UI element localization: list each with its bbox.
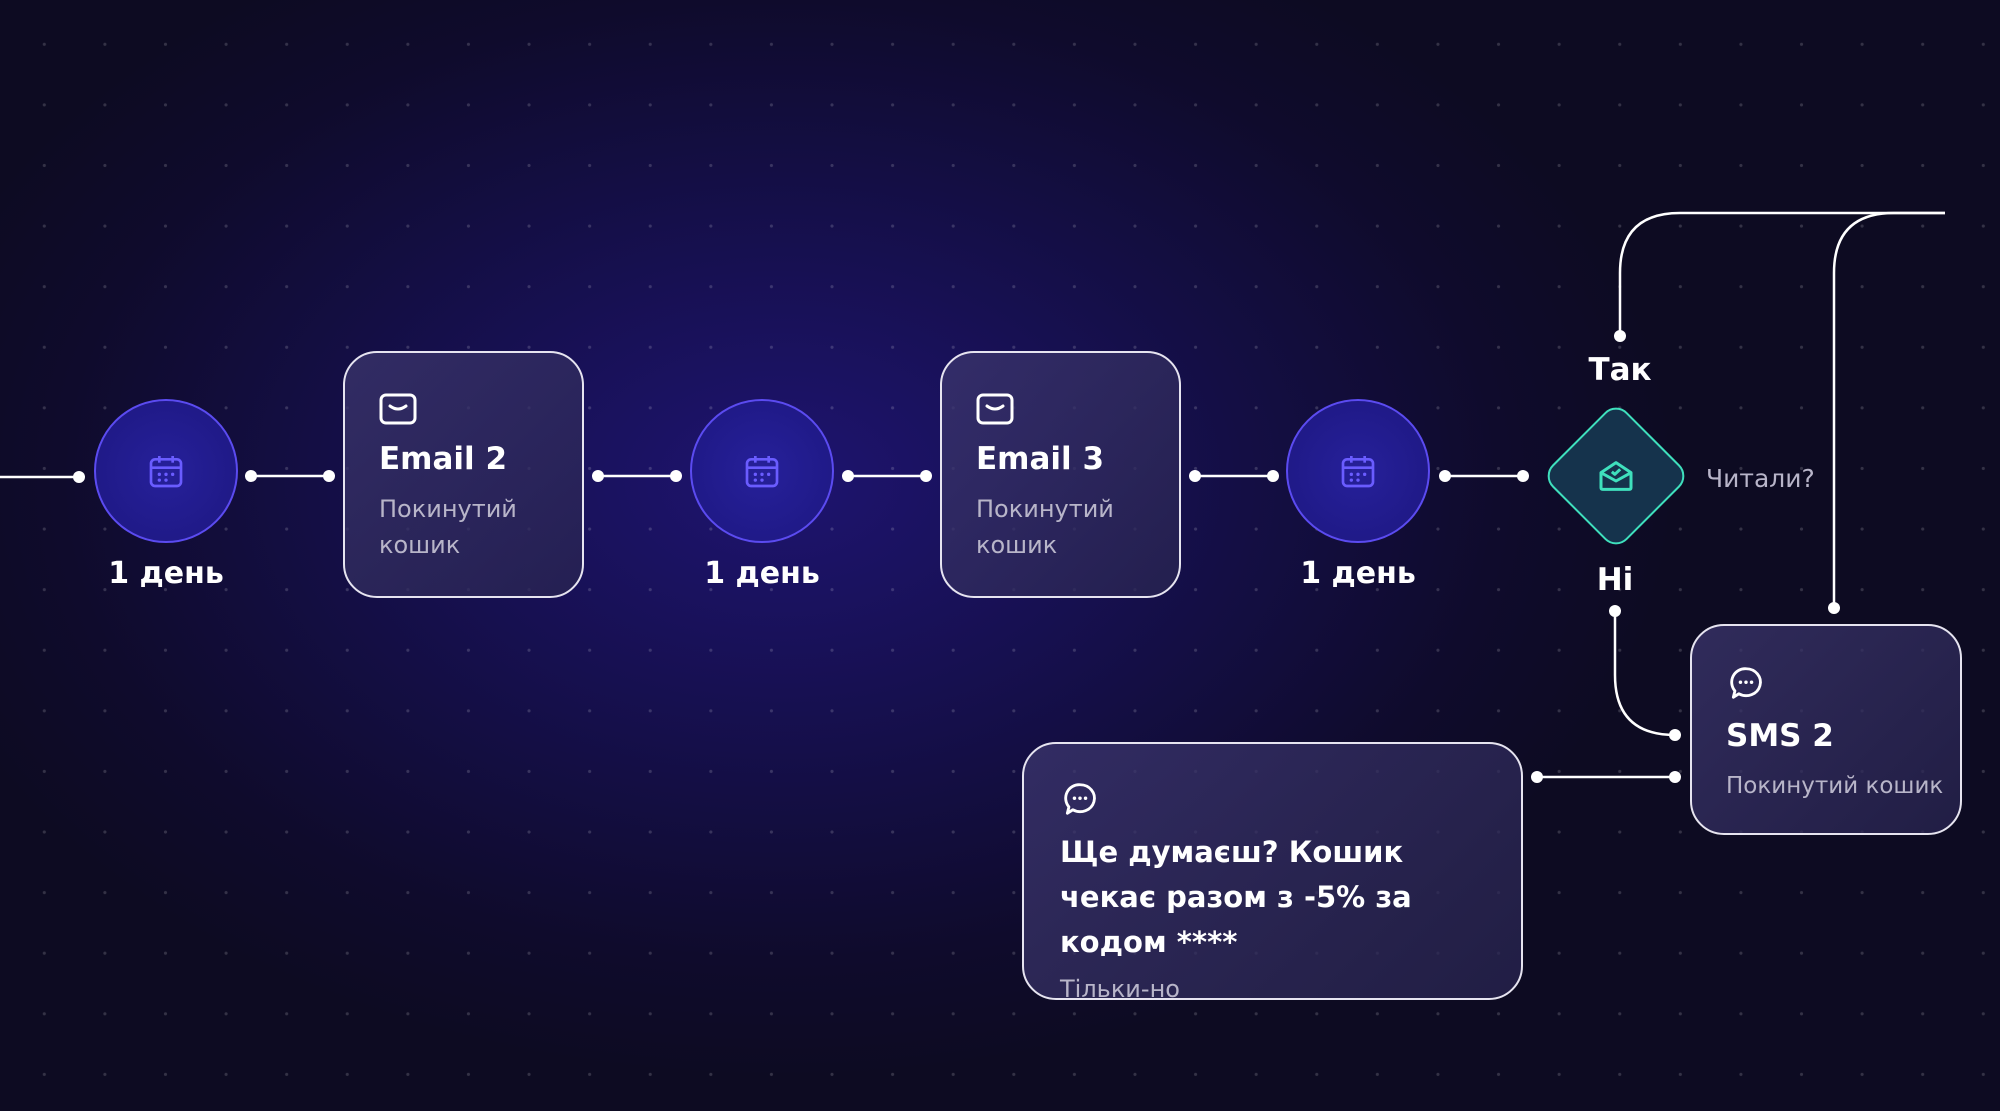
calendar-icon xyxy=(745,456,779,488)
delay-label: 1 день xyxy=(704,556,820,591)
delay-label: 1 день xyxy=(1300,556,1416,591)
yes-label: Так xyxy=(1588,352,1652,388)
email-node[interactable]: Email 2 Покинутий кошик xyxy=(343,351,584,598)
email-title: Email 3 xyxy=(976,441,1105,477)
delay-node[interactable] xyxy=(1286,399,1430,543)
sms-title: SMS 2 xyxy=(1726,718,1834,754)
sms-loop-connector xyxy=(1832,211,1945,608)
calendar-icon xyxy=(1341,456,1375,488)
chat-bubble-icon xyxy=(1730,667,1762,699)
email-node[interactable]: Email 3 Покинутий кошик xyxy=(940,351,1181,598)
delay-node[interactable] xyxy=(94,399,238,543)
yes-branch-connector xyxy=(1618,211,1945,336)
condition-question: Читали? xyxy=(1706,464,1815,493)
chat-bubble-icon xyxy=(1064,783,1096,815)
envelope-icon xyxy=(379,393,417,425)
message-time: Тільки-но xyxy=(1060,975,1180,1003)
email-subtitle: Покинутий кошик xyxy=(976,495,1114,559)
delay-node[interactable] xyxy=(690,399,834,543)
email-subtitle: Покинутий кошик xyxy=(379,495,517,559)
sms-node[interactable]: SMS 2 Покинутий кошик xyxy=(1690,624,1962,835)
calendar-icon xyxy=(149,456,183,488)
opened-envelope-icon xyxy=(1599,461,1633,491)
sms-subtitle: Покинутий кошик xyxy=(1726,773,1944,799)
envelope-icon xyxy=(976,393,1014,425)
message-text: Ще думаєш? Кошик чекає разом з -5% за ко… xyxy=(1060,835,1412,959)
delay-label: 1 день xyxy=(108,556,224,591)
sms-message-preview: Ще думаєш? Кошик чекає разом з -5% за ко… xyxy=(1022,742,1523,1003)
no-label: Ні xyxy=(1596,562,1634,598)
email-title: Email 2 xyxy=(379,441,508,477)
no-branch-connector xyxy=(1613,611,1676,737)
